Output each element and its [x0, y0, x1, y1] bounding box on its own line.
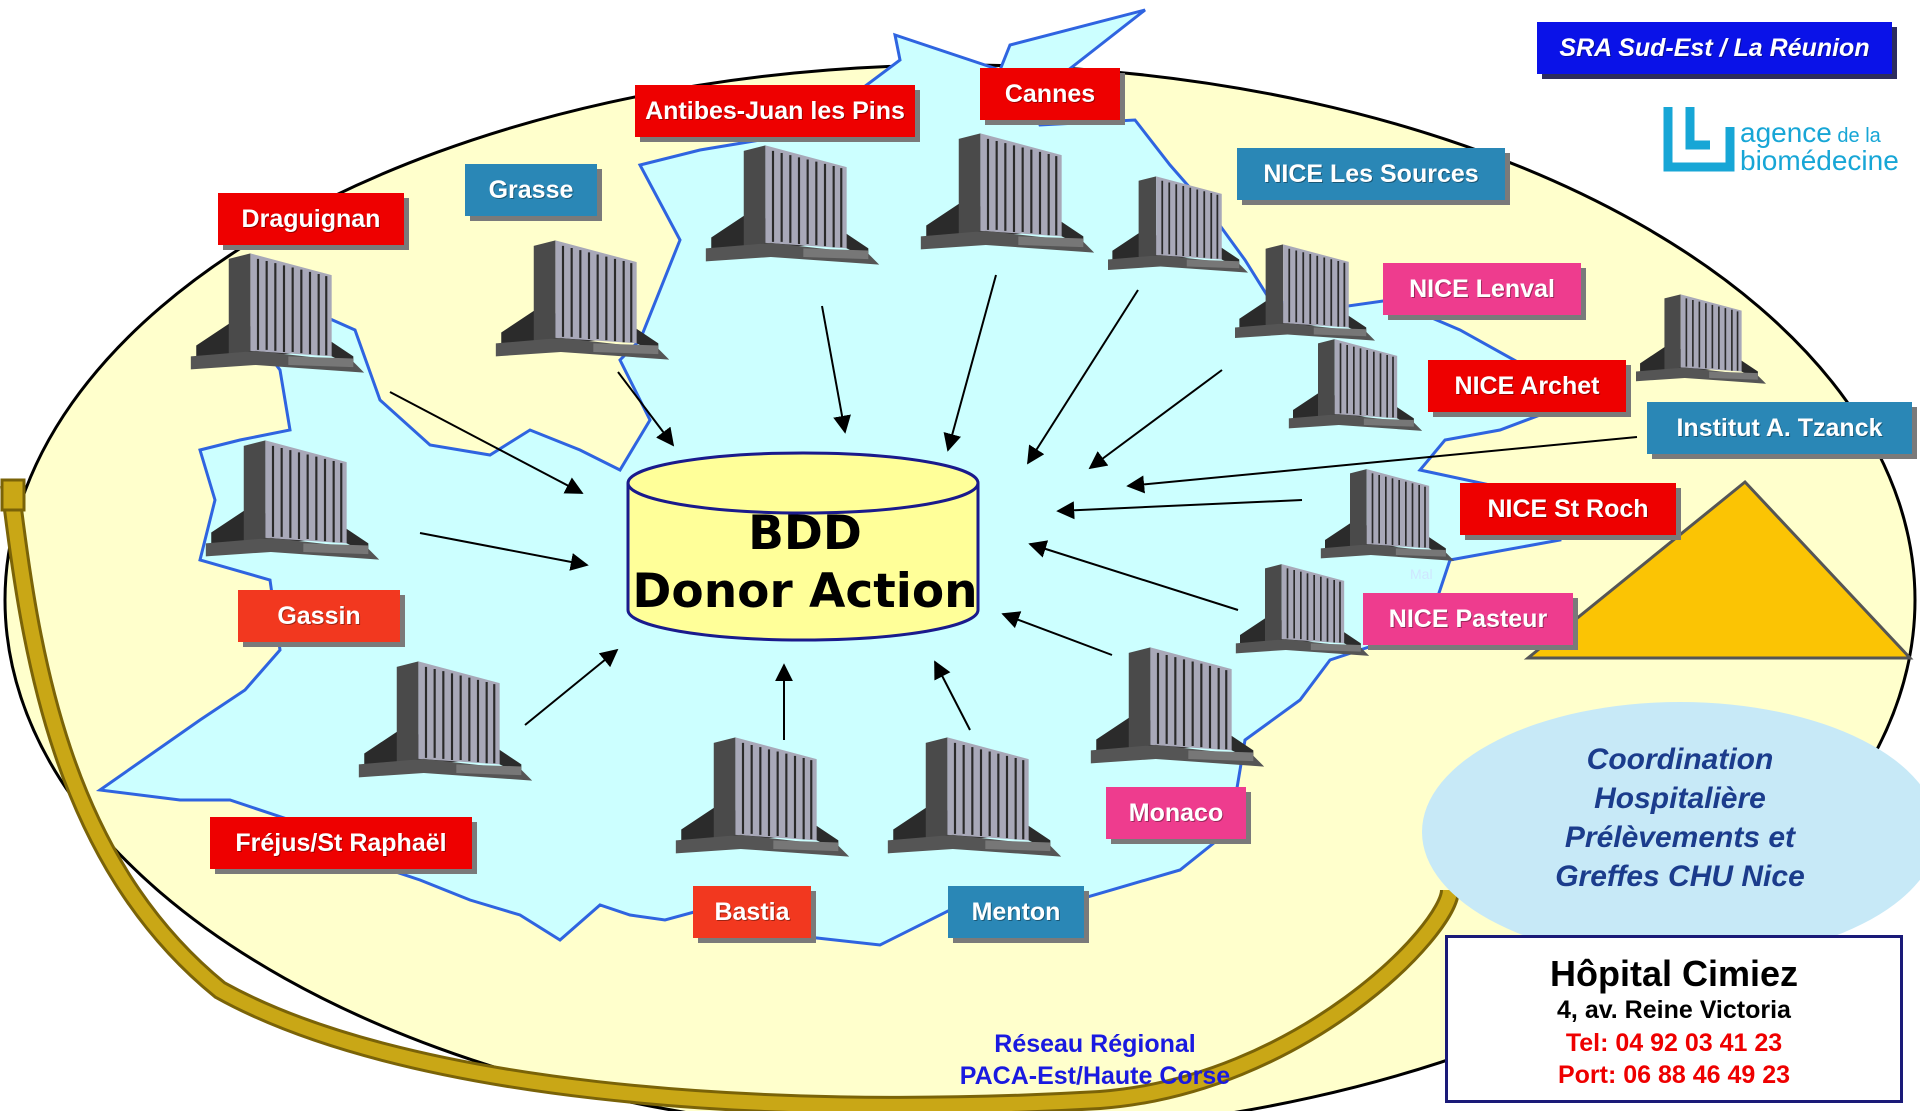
network-label: Réseau Régional PACA-Est/Haute Corse: [900, 1028, 1290, 1092]
logo-text-biomedecine: biomédecine: [1740, 145, 1899, 176]
database-label-line2: Donor Action: [632, 564, 978, 619]
hospital-label-nice-archet: NICE Archet: [1428, 360, 1626, 412]
coordination-line2: Hospitalière: [1594, 782, 1766, 815]
hospital-label-nice-stroch: NICE St Roch: [1460, 483, 1676, 535]
hospital-label-antibes: Antibes-Juan les Pins: [635, 85, 915, 137]
arrow-antibes: [821, 305, 851, 434]
coordination-ellipse: [1422, 702, 1920, 962]
arrow-draguignan: [389, 391, 584, 494]
hospital-label-frejus: Fréjus/St Raphaël: [210, 817, 472, 869]
hospital-address: 4, av. Reine Victoria: [1557, 996, 1791, 1024]
hospital-contact-card: Hôpital Cimiez 4, av. Reine Victoria Tel…: [1445, 935, 1903, 1103]
gold-arc-end: [0, 478, 26, 512]
database-label: BDD Donor Action: [620, 505, 990, 621]
hospital-label-bastia: Bastia: [693, 886, 811, 938]
region-label: SRA Sud-Est / La Réunion: [1537, 22, 1892, 74]
hospital-tel: Tel: 04 92 03 41 23: [1565, 1029, 1783, 1057]
arrow-cannes: [943, 274, 997, 452]
faint-note: Mal: [1410, 566, 1433, 582]
logo-text-agence: agence: [1740, 117, 1832, 148]
hospital-label-monaco: Monaco: [1106, 787, 1246, 839]
hospital-label-menton: Menton: [948, 886, 1084, 938]
hospital-label-gassin: Gassin: [238, 590, 400, 642]
hospital-label-tzanck: Institut A. Tzanck: [1647, 402, 1912, 454]
arrow-nice-sources: [1027, 289, 1139, 465]
warning-triangle: [1523, 479, 1914, 660]
arrow-tzanck: [1126, 436, 1638, 494]
hospital-label-draguignan: Draguignan: [218, 193, 404, 245]
hospital-name: Hôpital Cimiez: [1549, 953, 1799, 994]
hospital-label-nice-sources: NICE Les Sources: [1237, 148, 1505, 200]
hospital-label-nice-pasteur: NICE Pasteur: [1363, 593, 1573, 645]
logo-mark-icon: [1663, 107, 1735, 172]
arrow-gassin: [419, 532, 589, 571]
coordination-line4: Greffes CHU Nice: [1555, 860, 1805, 893]
network-line1: Réseau Régional: [994, 1030, 1196, 1058]
arrow-monaco: [1001, 611, 1113, 656]
agence-biomedecine-logo: agence de la biomédecine: [1660, 105, 1920, 185]
hospital-label-nice-lenval: NICE Lenval: [1383, 263, 1581, 315]
database-cylinder: [626, 451, 980, 642]
hospital-label-cannes: Cannes: [980, 68, 1120, 120]
hospital-port: Port: 06 88 46 49 23: [1557, 1061, 1791, 1089]
arrow-nice-stroch: [1056, 499, 1303, 520]
arrow-nice-lenval: [1088, 369, 1223, 470]
database-label-line1: BDD: [748, 506, 862, 561]
arrow-grasse: [617, 371, 675, 447]
coordination-line3: Prélèvements et: [1564, 821, 1796, 854]
network-line2: PACA-Est/Haute Corse: [959, 1062, 1231, 1090]
logo-text-de-la: de la: [1831, 125, 1881, 147]
hospital-label-grasse: Grasse: [465, 164, 597, 216]
coordination-line1: Coordination: [1586, 743, 1774, 776]
arrow-frejus: [524, 648, 619, 726]
coordination-text: Coordination Hospitalière Prélèvements e…: [1430, 740, 1920, 896]
arrow-nice-pasteur: [1028, 540, 1239, 611]
arrow-menton: [934, 660, 971, 731]
